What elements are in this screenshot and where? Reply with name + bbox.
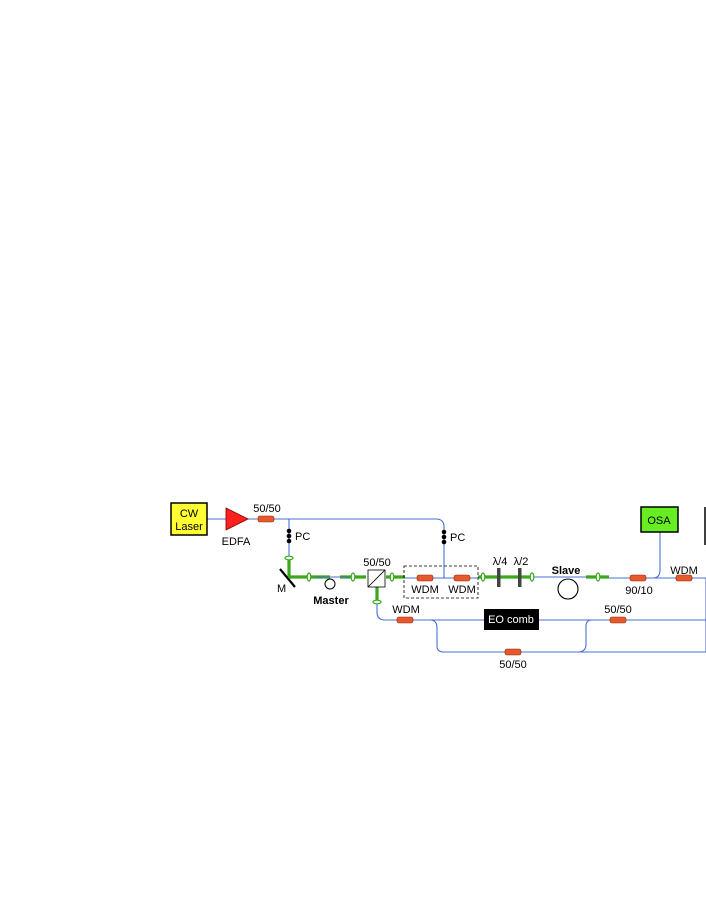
pc-right-label: PC	[450, 532, 465, 544]
half-waveplate-label: λ/2	[514, 556, 529, 568]
lens-5	[529, 572, 535, 582]
coupler-50-50-mid	[609, 616, 627, 624]
beamsplitter-cube-icon	[367, 569, 386, 588]
coupler-50-50-bottom	[504, 648, 522, 656]
wdm-right-coupler	[675, 574, 693, 582]
cw-laser-box: CW Laser	[170, 502, 208, 536]
osa-box	[640, 506, 679, 533]
wdm-box-right-label: WDM	[448, 584, 476, 596]
lens-6	[595, 572, 601, 582]
edfa-amplifier-icon	[225, 507, 249, 531]
lens-vertical-bottom	[372, 599, 382, 605]
coupler-90-10-label: 90/10	[625, 585, 653, 597]
beamsplitter-label: 50/50	[363, 557, 391, 569]
cw-laser-label-line1: CW	[180, 508, 199, 520]
wdm-box-right-coupler	[453, 574, 471, 582]
polarization-controller-left-icon	[286, 528, 292, 544]
wdm-box-left-coupler	[416, 574, 434, 582]
edfa-label: EDFA	[222, 536, 251, 548]
wdm-pair-dashed-box	[403, 565, 479, 599]
slave-fiber-coil-icon	[557, 578, 579, 600]
mirror-label: M	[277, 583, 286, 595]
coupler-mid-label: 50/50	[604, 604, 632, 616]
wdm-lower-coupler	[396, 616, 414, 624]
lens-2	[350, 572, 356, 582]
wdm-right-label: WDM	[670, 565, 698, 577]
coupler-top-label: 50/50	[253, 503, 281, 515]
master-label: Master	[313, 595, 349, 607]
cw-laser-label-line2: Laser	[175, 521, 203, 533]
lens-1	[306, 572, 312, 582]
half-waveplate-icon	[518, 568, 522, 587]
wdm-lower-label: WDM	[392, 604, 420, 616]
coupler-50-50-top	[257, 515, 275, 523]
coupler-90-10	[629, 574, 647, 582]
wdm-box-left-label: WDM	[411, 584, 439, 596]
eo-comb-box	[484, 609, 539, 630]
mirror-icon	[279, 568, 296, 588]
master-fiber-coil-icon	[324, 578, 336, 590]
lens-4	[480, 572, 486, 582]
slave-label: Slave	[552, 565, 581, 577]
pc-left-label: PC	[295, 531, 310, 543]
coupler-bottom-label: 50/50	[499, 659, 527, 671]
osa-label: OSA	[647, 515, 671, 527]
quarter-waveplate-icon	[497, 568, 501, 587]
polarization-controller-right-icon	[441, 529, 447, 545]
lens-3	[389, 572, 395, 582]
quarter-waveplate-label: λ/4	[493, 556, 508, 568]
lens-vertical-top	[284, 555, 294, 561]
eo-comb-label: EO comb	[488, 614, 534, 626]
